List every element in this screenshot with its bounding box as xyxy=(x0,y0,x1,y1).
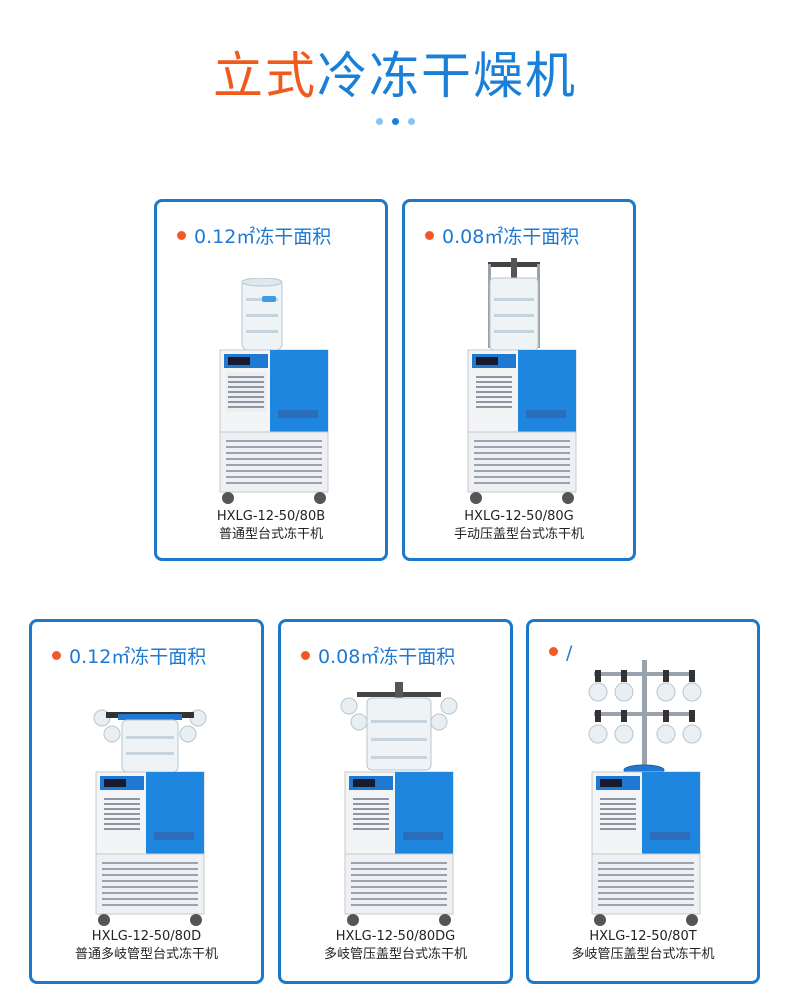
freeze-area-text: / xyxy=(566,642,573,664)
product-model: HXLG-12-50/80G xyxy=(464,509,574,524)
product-name: 普通型台式冻干机 xyxy=(218,527,323,542)
freeze-area-text: 0.08㎡冻干面积 xyxy=(442,226,580,248)
product-name: 普通多岐管型台式冻干机 xyxy=(74,947,218,962)
dot-icon xyxy=(376,118,383,125)
standard-freeze-dryer-icon xyxy=(219,278,329,504)
dot-icon xyxy=(392,118,399,125)
freeze-area-text: 0.08㎡冻干面积 xyxy=(318,646,456,668)
freeze-area-label: 0.12㎡冻干面积 xyxy=(177,222,331,249)
product-model: HXLG-12-50/80T xyxy=(589,929,697,944)
product-card-80g[interactable]: 0.08㎡冻干面积 HXLG-12-50/80G 手动压盖型台式冻干机 xyxy=(402,199,636,561)
freeze-area-label: 0.12㎡冻干面积 xyxy=(52,642,206,669)
freeze-area-label: 0.08㎡冻干面积 xyxy=(425,222,579,249)
freeze-area-label: / xyxy=(549,642,572,664)
title-dots xyxy=(376,118,416,126)
bullet-icon xyxy=(177,231,186,240)
manual-press-freeze-dryer-icon xyxy=(467,258,577,504)
product-card-80dg[interactable]: 0.08㎡冻干面积 HXLG-12-50/80DG 多岐管压盖型台式冻干机 xyxy=(278,619,513,984)
manifold-press-freeze-dryer-icon xyxy=(340,682,458,926)
bullet-icon xyxy=(549,647,558,656)
manifold-freeze-dryer-icon xyxy=(93,709,207,926)
product-model: HXLG-12-50/80DG xyxy=(335,929,456,944)
page-title-part2: 冷冻干燥机 xyxy=(317,47,577,105)
product-name: 多岐管压盖型台式冻干机 xyxy=(323,947,467,962)
product-model: HXLG-12-50/80D xyxy=(91,929,202,944)
page-title: 立式冷冻干燥机 xyxy=(0,46,790,106)
product-model: HXLG-12-50/80B xyxy=(216,509,326,524)
dot-icon xyxy=(408,118,415,125)
bullet-icon xyxy=(425,231,434,240)
freeze-area-label: 0.08㎡冻干面积 xyxy=(301,642,455,669)
freeze-area-text: 0.12㎡冻干面积 xyxy=(194,226,332,248)
freeze-area-text: 0.12㎡冻干面积 xyxy=(69,646,207,668)
t-manifold-freeze-dryer-icon xyxy=(588,660,702,926)
product-name: 多岐管压盖型台式冻干机 xyxy=(571,947,715,962)
bullet-icon xyxy=(301,651,310,660)
page-title-part1: 立式 xyxy=(213,47,317,105)
product-card-80t[interactable]: / HXLG-12-50/80T 多岐管压盖型台式冻干机 xyxy=(526,619,760,984)
product-card-80b[interactable]: 0.12㎡冻干面积 HXLG-12-50/80B 普通型台式冻干机 xyxy=(154,199,388,561)
product-name: 手动压盖型台式冻干机 xyxy=(453,527,584,542)
product-card-80d[interactable]: 0.12㎡冻干面积 HXLG-12-50/80D 普通多岐管型台式冻干机 xyxy=(29,619,264,984)
bullet-icon xyxy=(52,651,61,660)
